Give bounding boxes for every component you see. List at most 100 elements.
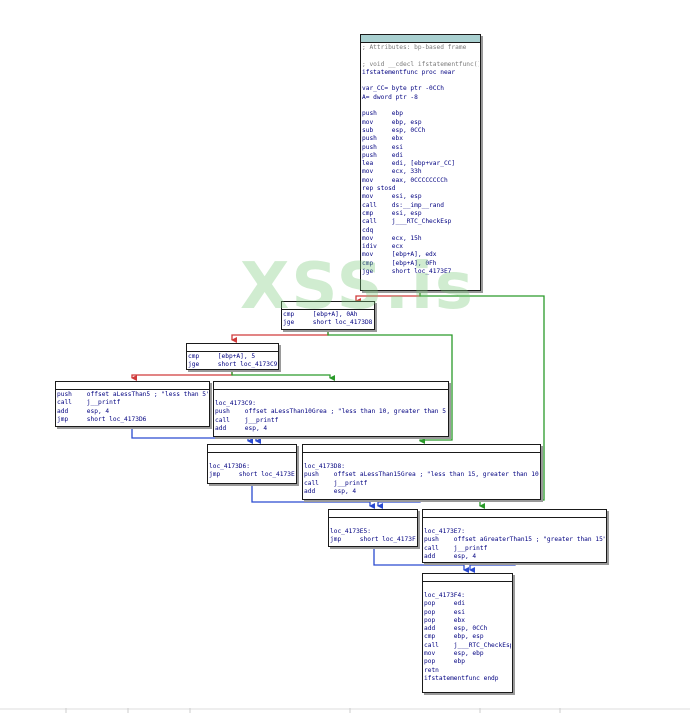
basic-block-loc-4173C9[interactable]: loc_4173C9:push offset aLessThan10Grea ;… xyxy=(213,381,449,437)
asm-line: cmp [ebp+A], 5 xyxy=(188,353,256,360)
asm-line: pop ebp xyxy=(424,658,465,666)
asm-line: push offset aLessThan5 ; "less than 5" xyxy=(57,391,208,398)
asm-line: mov esp, ebp xyxy=(424,650,484,658)
asm-line: push edi xyxy=(362,151,403,159)
asm-line: pop ebx xyxy=(424,616,465,624)
asm-line: push offset aGreaterThan15 ; "greater th… xyxy=(424,536,605,544)
block-body: ; Attributes: bp-based frame ; void __cde… xyxy=(361,43,480,278)
asm-line: call j___RTC_CheckEsp xyxy=(424,641,511,649)
asm-line: add esp, 4 xyxy=(215,424,268,432)
asm-line: call ds:__imp__rand xyxy=(362,201,444,209)
asm-line: jge short loc_4173E7 xyxy=(362,268,452,276)
block-header xyxy=(282,302,374,310)
asm-line: retn xyxy=(424,666,439,674)
edge-d8-to-e5 xyxy=(377,500,421,509)
asm-line: call j__printf xyxy=(304,479,368,487)
asm-line: A= dword ptr -8 xyxy=(362,93,418,101)
blank-line xyxy=(362,77,479,85)
asm-line: push esi xyxy=(362,143,403,151)
asm-line: add esp, 4 xyxy=(57,407,110,415)
edge-cmp5-true xyxy=(231,370,335,381)
basic-block-loc-4173E5[interactable]: loc_4173E5:jmp short loc_4173F4 xyxy=(328,509,418,547)
block-header xyxy=(56,382,209,390)
asm-line: sub esp, 0CCh xyxy=(362,126,426,134)
label-line: loc_4173E5: xyxy=(330,528,371,535)
asm-line: call j___RTC_CheckEsp xyxy=(362,218,452,226)
blank-line xyxy=(362,52,479,60)
basic-block-loc-4173E7[interactable]: loc_4173E7:push offset aGreaterThan15 ; … xyxy=(422,509,607,563)
asm-line: add esp, 4 xyxy=(424,552,477,560)
asm-line: ifstatementfunc proc near xyxy=(362,68,456,76)
block-body: loc_4173C9:push offset aLessThan10Grea ;… xyxy=(214,390,448,435)
asm-line: jmp short loc_4173D6 xyxy=(57,415,147,423)
label-line: loc_4173C9: xyxy=(215,400,256,407)
basic-block-loc-4173D6[interactable]: loc_4173D6:jmp short loc_4173E5 xyxy=(207,444,297,484)
asm-line: push ebx xyxy=(362,135,403,143)
block-body: loc_4173D6:jmp short loc_4173E5 xyxy=(208,453,296,482)
basic-block-entry[interactable]: ; Attributes: bp-based frame ; void __cde… xyxy=(360,34,481,291)
asm-line: mov ebp, esp xyxy=(362,118,422,126)
asm-line: call j__printf xyxy=(215,416,279,424)
edge-cmpa-false xyxy=(231,330,329,343)
block-body: loc_4173D8:push offset aLessThan15Grea ;… xyxy=(303,453,540,498)
asm-line: call j__printf xyxy=(424,544,488,552)
asm-line: cmp esi, esp xyxy=(362,209,422,217)
basic-block-loc-4173D8[interactable]: loc_4173D8:push offset aLessThan15Grea ;… xyxy=(302,444,541,500)
block-body: loc_4173E7:push offset aGreaterThan15 ; … xyxy=(423,518,606,563)
block-header xyxy=(303,445,540,453)
block-header xyxy=(208,445,296,453)
asm-line: jmp short loc_4173E5 xyxy=(209,471,295,479)
asm-line: rep stosd xyxy=(362,185,396,193)
label-line: loc_4173D8: xyxy=(304,463,345,470)
asm-line: cmp [ebp+A], 0Fh xyxy=(362,259,437,267)
basic-block-less-than-5[interactable]: push offset aLessThan5 ; "less than 5"ca… xyxy=(55,381,210,427)
comment-line: ; void __cdecl ifstatementfunc() xyxy=(362,60,479,68)
edge-cmpa-true xyxy=(327,330,453,444)
asm-line: push offset aLessThan15Grea ; "less than… xyxy=(304,471,539,479)
block-header xyxy=(423,574,512,582)
asm-line: pop edi xyxy=(424,600,465,608)
asm-line: pop esi xyxy=(424,608,465,616)
asm-line: jmp short loc_4173F4 xyxy=(330,536,416,544)
edge-e7-to-f4 xyxy=(469,563,516,573)
edge-e5-to-f4 xyxy=(373,547,469,573)
asm-line: cmp [ebp+A], 0Ah xyxy=(283,311,358,318)
asm-line: add esp, 4 xyxy=(304,487,357,495)
asm-line: add esp, 0CCh xyxy=(424,625,488,633)
edge-c9-to-d6 xyxy=(255,437,331,444)
asm-line: jge short loc_4173D8 xyxy=(283,319,373,327)
block-header xyxy=(214,382,448,390)
block-body: loc_4173E5:jmp short loc_4173F4 xyxy=(329,518,417,547)
label-line: loc_4173F4: xyxy=(424,592,465,599)
asm-line: cmp ebp, esp xyxy=(424,633,484,641)
asm-line: cdq xyxy=(362,226,374,234)
asm-line: call j__printf xyxy=(57,399,121,407)
asm-line: push ebp xyxy=(362,110,403,118)
block-header xyxy=(329,510,417,518)
label-line: loc_4173D6: xyxy=(209,463,250,470)
block-header xyxy=(423,510,606,518)
edge-main-true xyxy=(419,291,545,509)
comment-line: ; Attributes: bp-based frame xyxy=(362,44,467,51)
edge-less5-to-d6 xyxy=(131,427,253,444)
blank-line xyxy=(362,102,479,110)
asm-line: var_CC= byte ptr -0CCh xyxy=(362,85,444,93)
edge-main-false xyxy=(355,291,421,304)
edge-d6-to-e5 xyxy=(251,484,375,509)
asm-line: lea edi, [ebp+var_CC] xyxy=(362,160,456,168)
label-line: loc_4173E7: xyxy=(424,528,465,535)
asm-line: ifstatementfunc endp xyxy=(424,674,499,682)
asm-line: push offset aLessThan10Grea ; "less than… xyxy=(215,408,447,416)
block-header xyxy=(187,344,278,352)
asm-line: mov [ebp+A], edx xyxy=(362,251,437,259)
asm-line: mov ecx, 15h xyxy=(362,234,422,242)
asm-line: mov ecx, 33h xyxy=(362,168,422,176)
block-body: push offset aLessThan5 ; "less than 5"ca… xyxy=(56,390,209,426)
